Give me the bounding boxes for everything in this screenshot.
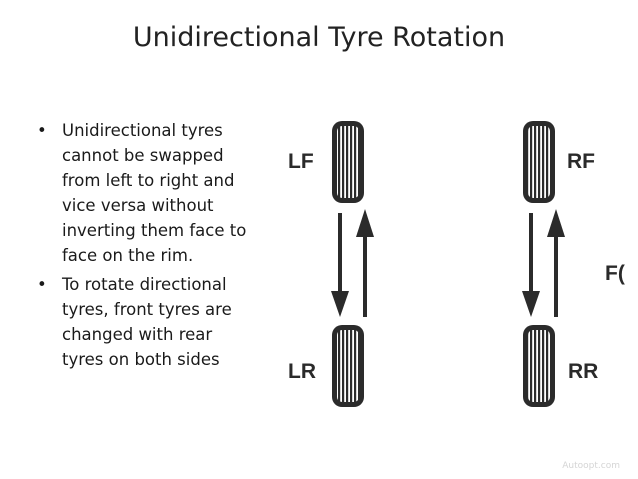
tyre-right-front	[523, 121, 555, 203]
bullet-line: vice versa without	[62, 196, 214, 215]
bullet-line: changed with rear	[62, 325, 213, 344]
bullet-line: tyres, front tyres are	[62, 300, 232, 319]
bullet-line: To rotate directional	[62, 275, 227, 294]
bullet-list: • Unidirectional tyres cannot be swapped…	[30, 118, 270, 376]
bullet-symbol: •	[37, 121, 47, 140]
arrow-down-right	[522, 213, 540, 317]
bullet-item: • To rotate directional tyres, front tyr…	[30, 272, 270, 372]
label-rf: RF	[567, 150, 595, 173]
tyre-right-rear	[523, 325, 555, 407]
arrow-up-right	[547, 209, 565, 317]
bullet-line: inverting them face to	[62, 221, 247, 240]
slide-title: Unidirectional Tyre Rotation	[132, 22, 506, 53]
label-partial-cut: F(	[605, 262, 625, 285]
label-rr: RR	[568, 360, 598, 383]
bullet-symbol: •	[37, 275, 47, 294]
label-lf: LF	[288, 150, 314, 173]
bullet-line: tyres on both sides	[62, 350, 220, 369]
bullet-item: • Unidirectional tyres cannot be swapped…	[30, 118, 270, 268]
label-lr: LR	[288, 360, 316, 383]
bullet-line: from left to right and	[62, 171, 235, 190]
watermark: Autoopt.com	[562, 461, 620, 471]
tyre-left-front	[332, 121, 364, 203]
bullet-line: cannot be swapped	[62, 146, 224, 165]
tyre-left-rear	[332, 325, 364, 407]
tyre-rotation-diagram: LF RF LR RR F(	[288, 121, 625, 407]
bullet-line: face on the rim.	[62, 246, 194, 265]
arrow-down-left	[331, 213, 349, 317]
bullet-line: Unidirectional tyres	[62, 121, 223, 140]
arrow-up-left	[356, 209, 374, 317]
